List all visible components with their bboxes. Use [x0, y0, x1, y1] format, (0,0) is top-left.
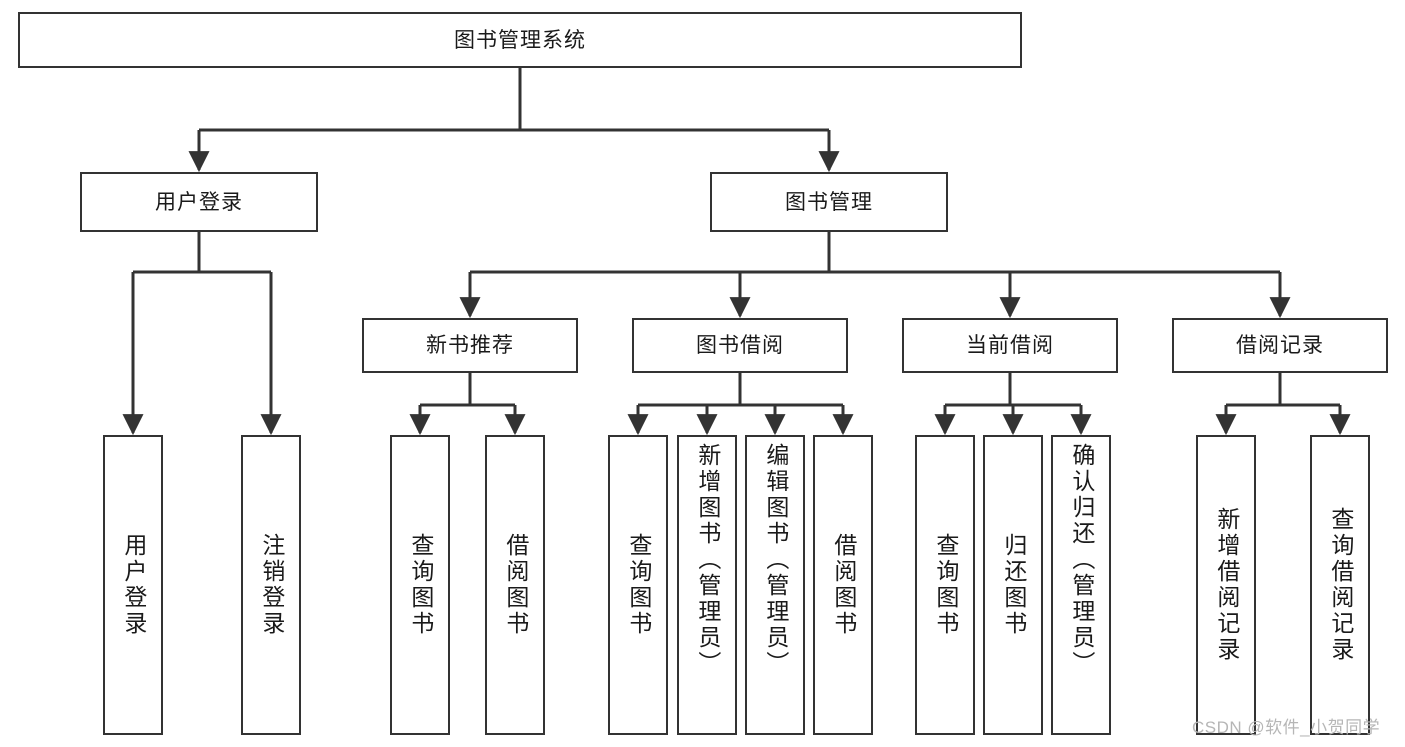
node-label: 图书借阅 [696, 334, 784, 357]
node-new-book-rec[interactable]: 新书推荐 [362, 318, 578, 373]
leaf-user-login[interactable]: 用户登录 [103, 435, 163, 735]
node-label: 新书推荐 [426, 334, 514, 357]
node-label: 注销登录 [258, 533, 285, 637]
node-label: 查询借阅记录 [1327, 507, 1354, 663]
leaf-add-record[interactable]: 新增借阅记录 [1196, 435, 1256, 735]
leaf-return-book[interactable]: 归还图书 [983, 435, 1043, 735]
node-label: 新增图书（管理员） [694, 443, 721, 677]
node-label: 用户登录 [155, 190, 243, 214]
node-label: 编辑图书（管理员） [762, 443, 789, 677]
node-book-manage[interactable]: 图书管理 [710, 172, 948, 232]
node-label: 借阅记录 [1236, 334, 1324, 357]
leaf-query-book-3[interactable]: 查询图书 [915, 435, 975, 735]
leaf-borrow-book-2[interactable]: 借阅图书 [813, 435, 873, 735]
node-label: 查询图书 [932, 533, 959, 637]
leaf-logout[interactable]: 注销登录 [241, 435, 301, 735]
leaf-add-book[interactable]: 新增图书（管理员） [677, 435, 737, 735]
node-label: 用户登录 [120, 533, 147, 637]
node-borrow-record[interactable]: 借阅记录 [1172, 318, 1388, 373]
node-label: 借阅图书 [830, 533, 857, 637]
watermark: CSDN @软件_小贺同学 [1192, 718, 1381, 737]
node-label: 图书管理 [785, 190, 873, 214]
leaf-borrow-book-1[interactable]: 借阅图书 [485, 435, 545, 735]
node-label: 当前借阅 [966, 334, 1054, 357]
node-label: 图书管理系统 [454, 28, 586, 52]
node-current-borrow[interactable]: 当前借阅 [902, 318, 1118, 373]
leaf-confirm-return[interactable]: 确认归还（管理员） [1051, 435, 1111, 735]
node-label: 查询图书 [407, 533, 434, 637]
node-user-login[interactable]: 用户登录 [80, 172, 318, 232]
node-label: 查询图书 [625, 533, 652, 637]
node-label: 新增借阅记录 [1213, 507, 1240, 663]
node-label: 归还图书 [1000, 533, 1027, 637]
node-book-borrow[interactable]: 图书借阅 [632, 318, 848, 373]
leaf-query-record[interactable]: 查询借阅记录 [1310, 435, 1370, 735]
node-label: 确认归还（管理员） [1068, 443, 1095, 677]
leaf-edit-book[interactable]: 编辑图书（管理员） [745, 435, 805, 735]
leaf-query-book-2[interactable]: 查询图书 [608, 435, 668, 735]
leaf-query-book-1[interactable]: 查询图书 [390, 435, 450, 735]
node-label: 借阅图书 [502, 533, 529, 637]
node-root[interactable]: 图书管理系统 [18, 12, 1022, 68]
